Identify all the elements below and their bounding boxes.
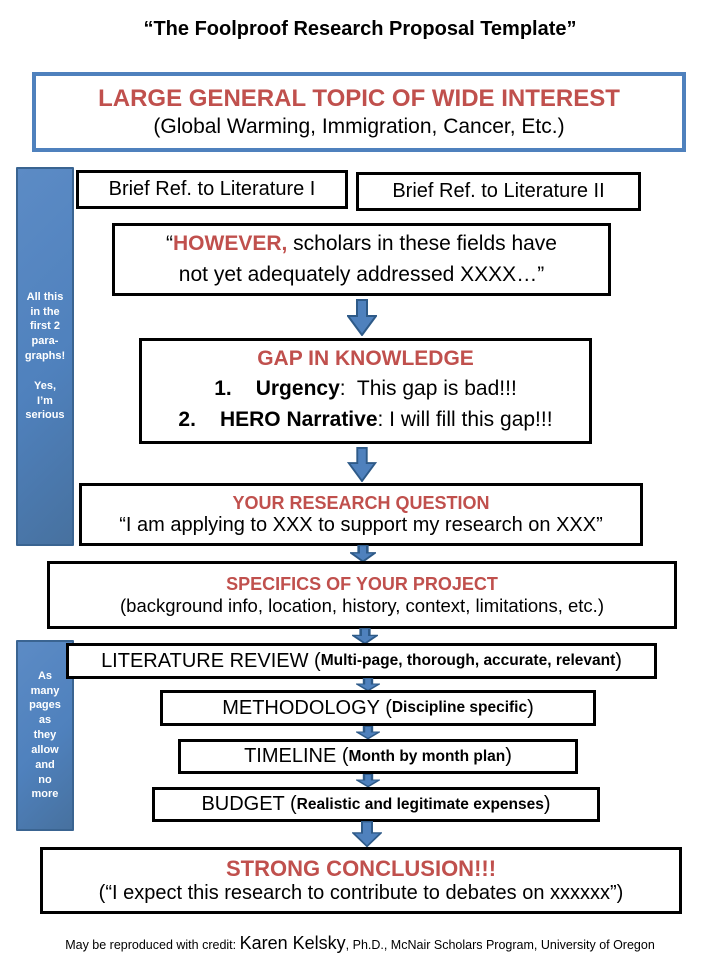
conclusion-heading: STRONG CONCLUSION!!! — [225, 856, 497, 881]
footer-prefix: May be reproduced with credit: — [65, 938, 240, 952]
however-open-quote: “ — [166, 232, 173, 256]
however-line1-rest: scholars in these fields have — [287, 232, 557, 256]
sidebar-note-page-count: As many pages as they allow and no more — [16, 640, 74, 831]
timeline-label: TIMELINE ( — [244, 745, 349, 767]
down-arrow-icon — [356, 774, 380, 787]
down-arrow-icon — [347, 447, 377, 482]
down-arrow-icon — [356, 678, 380, 691]
down-arrow-icon — [352, 821, 382, 847]
footer-suffix: , Ph.D., McNair Scholars Program, Univer… — [345, 938, 655, 952]
however-emphasis: HOWEVER, — [173, 232, 288, 256]
topic-heading: LARGE GENERAL TOPIC OF WIDE INTEREST — [98, 85, 620, 113]
page-title: “The Foolproof Research Proposal Templat… — [143, 18, 577, 40]
research-question-quote: “I am applying to XXX to support my rese… — [119, 513, 603, 536]
research-question-box: YOUR RESEARCH QUESTION “I am applying to… — [79, 483, 643, 546]
timeline-detail: Month by month plan — [348, 747, 506, 765]
methodology-box: METHODOLOGY (Discipline specific) — [160, 690, 596, 726]
methodology-label: METHODOLOGY ( — [222, 696, 392, 719]
methodology-close-paren: ) — [527, 696, 534, 719]
down-arrow-icon — [347, 299, 377, 336]
brief-ref-literature-1-box: Brief Ref. to Literature I — [76, 170, 348, 209]
however-line1: “HOWEVER, scholars in these fields have — [166, 229, 557, 259]
research-question-heading: YOUR RESEARCH QUESTION — [232, 492, 490, 513]
budget-label: BUDGET ( — [201, 793, 297, 815]
down-arrow-icon — [356, 726, 380, 739]
timeline-close-paren: ) — [505, 745, 512, 767]
strong-conclusion-box: STRONG CONCLUSION!!! (“I expect this res… — [40, 847, 682, 914]
specifics-of-project-box: SPECIFICS OF YOUR PROJECT (background in… — [47, 561, 677, 629]
down-arrow-icon — [350, 545, 376, 562]
gap-in-knowledge-box: GAP IN KNOWLEDGE 1. Urgency : This gap i… — [139, 338, 592, 444]
specifics-heading: SPECIFICS OF YOUR PROJECT — [226, 573, 498, 594]
methodology-detail: Discipline specific — [391, 699, 528, 716]
gap-item-hero-narrative: 2. HERO Narrative : I will fill this gap… — [178, 408, 553, 431]
literature-review-box: LITERATURE REVIEW (Multi-page, thorough,… — [66, 643, 657, 679]
brief-ref-literature-2-box: Brief Ref. to Literature II — [356, 172, 641, 211]
timeline-box: TIMELINE (Month by month plan) — [178, 739, 578, 774]
sidebar-note-first-paragraphs: All this in the first 2 para- graphs! Ye… — [16, 167, 74, 546]
conclusion-quote: (“I expect this research to contribute t… — [98, 882, 624, 904]
topic-examples: (Global Warming, Immigration, Cancer, Et… — [153, 115, 565, 139]
credit-footer: May be reproduced with credit: Karen Kel… — [0, 933, 720, 954]
gap-heading: GAP IN KNOWLEDGE — [257, 346, 474, 370]
specifics-detail: (background info, location, history, con… — [120, 594, 604, 616]
however-line2: not yet adequately addressed XXXX…” — [178, 262, 545, 286]
down-arrow-icon — [352, 628, 378, 644]
however-statement-box: “HOWEVER, scholars in these fields have … — [112, 223, 611, 296]
budget-detail: Realistic and legitimate expenses — [296, 795, 544, 813]
budget-close-paren: ) — [543, 793, 551, 815]
literature-review-close-paren: ) — [615, 649, 622, 672]
literature-review-detail: Multi-page, thorough, accurate, relevant — [320, 652, 616, 669]
large-general-topic-box: LARGE GENERAL TOPIC OF WIDE INTEREST (Gl… — [32, 72, 686, 152]
gap-item-urgency: 1. Urgency : This gap is bad!!! — [214, 376, 517, 400]
budget-box: BUDGET (Realistic and legitimate expense… — [152, 787, 600, 822]
footer-author-name: Karen Kelsky — [239, 933, 346, 953]
literature-review-label: LITERATURE REVIEW ( — [101, 649, 321, 672]
